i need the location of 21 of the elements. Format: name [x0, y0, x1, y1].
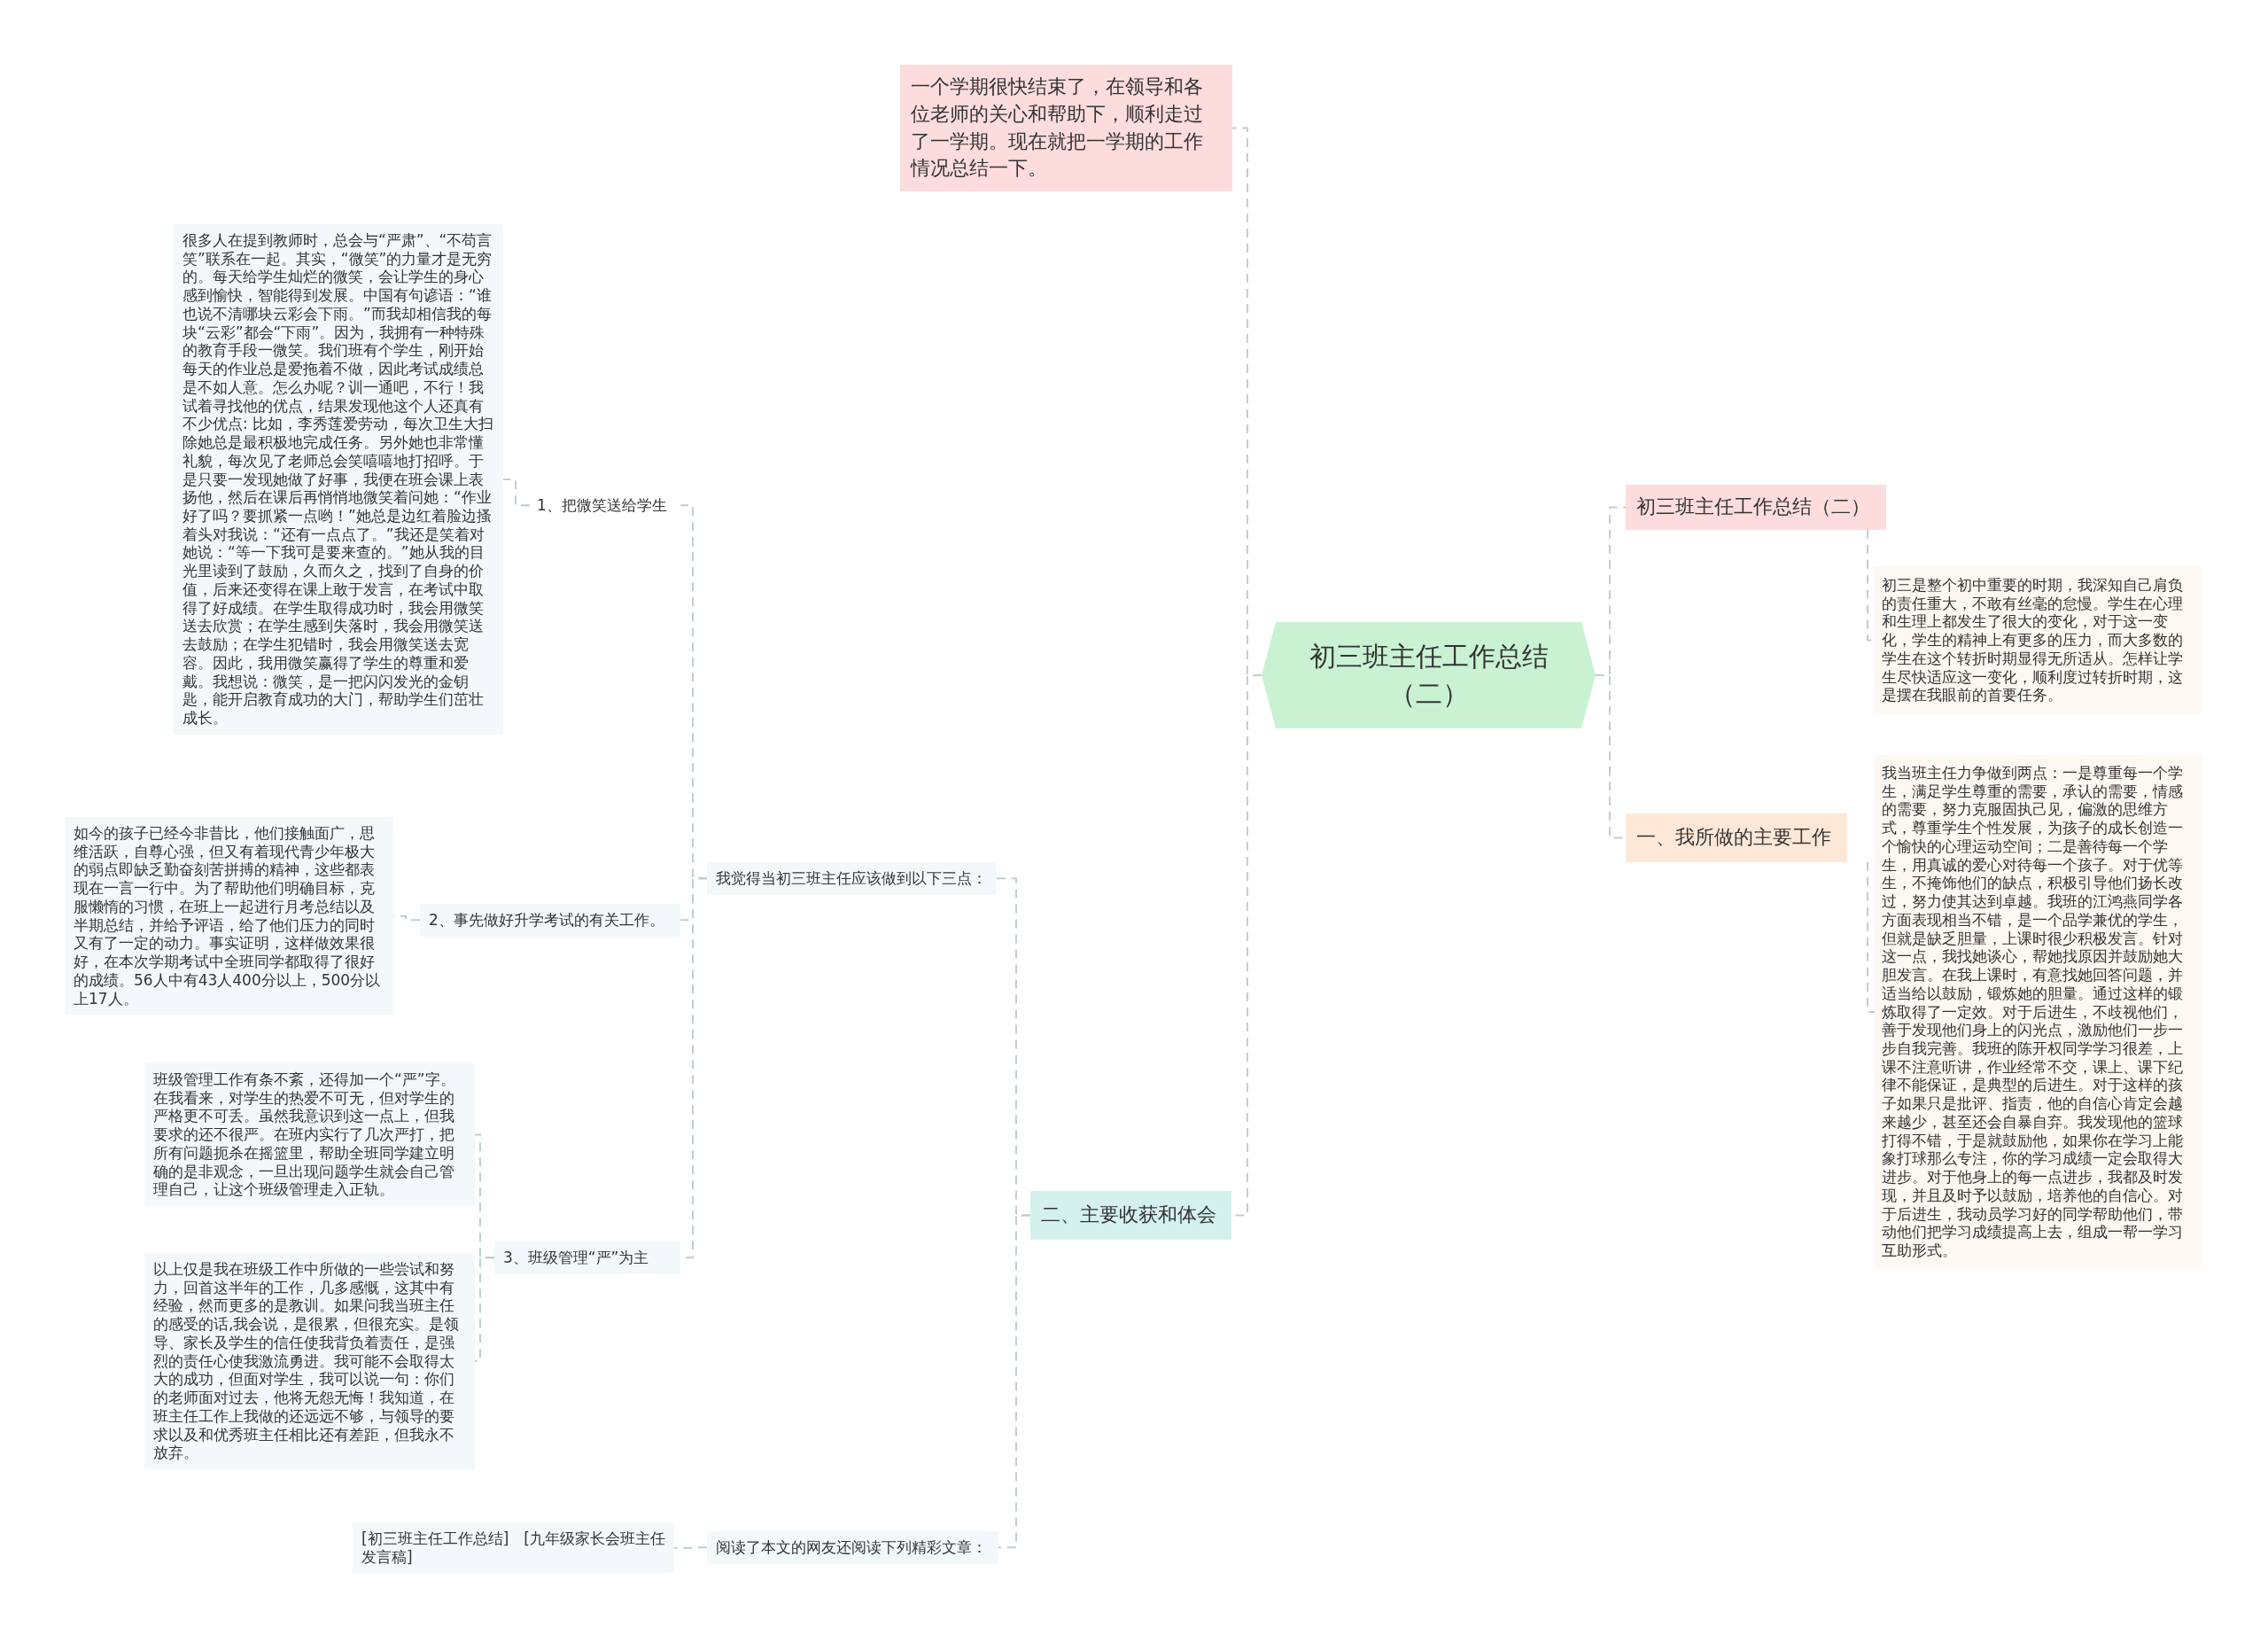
- text-card: 我当班主任力争做到两点：一是尊重每一个学生，满足学生尊重的需要，承认的需要，情感的需要，努力克服固执己见，偏激的思维方式，尊重学生个性发展，为孩子的成长创造一个愉快的心理运动空间；二是善待每一个学生，用真诚的爱心对待每一个孩子。对于优等生，不掩饰他们的缺点，积极引导他们扬长改过，努力使其达到卓越。我班的江鸿燕同学各方面表现相当不错，是一个品学兼优的学生，但就是缺乏胆量，上课时很少积极发言。针对这一点，我找她谈心，帮她找原因并鼓励她大胆发言。在我上课时，有意找她回答问题，并适当给以鼓励，锻炼她的胆量。通过这样的锻炼取得了一定效。对于后进生，不歧视他们，善于发现他们身上的闪光点，激励他们一步一步自我完善。我班的陈开权同学学习很差，上课不注意听讲，作业经常不交，课上、课下纪律不能保证，是典型的后进生。对于这样的孩子如果只是批评、指责，他的自信心肯定会越来越少，甚至还会自暴自弃。我发现他的篮球打得不错，于是就鼓励他，如果你在学习上能象打球那么专注，你的学习成绩一定会取得大进步。对于他身上的每一点进步，我都及时发现，并且及时予以鼓励，培养他的自信心。对于后进生，我动员学习好的同学帮助他们，带动他们把学习成绩提高上去，组成一帮一学习互助形式。: [1875, 755, 2202, 1269]
- text-card: 以上仅是我在班级工作中所做的一些尝试和努力，回首这半年的工作，几多感慨，这其中有经验，然而更多的是教训。如果问我当班主任的感受的话,我会说，是很累，但很充实。是领导、家长及学生的信任使我背负着责任，是强烈的责任心使我激流勇进。我可能不会取得太大的成功，但面对学生，我可以说一句：你们的老师面对过去，他将无怨无悔！我知道，在班主任工作上我做的还远远不够，与领导的要求以及和优秀班主任相比还有差距，但我永不放弃。: [144, 1253, 475, 1470]
- text-card: 很多人在提到教师时，总会与“严肃”、“不苟言笑”联系在一起。其实，“微笑”的力量才是无穷的。每天给学生灿烂的微笑，会让学生的身心感到愉快，智能得到发展。中国有句谚语：“谁也说不清哪块云彩会下雨。”而我却相信我的每块“云彩”都会“下雨”。因为，我拥有一种特殊的教育手段一微笑。我们班有个学生，刚开始每天的作业总是爱拖着不做，因此考试成绩总是不如人意。怎么办呢？训一通吧，不行！我试着寻找他的优点，结果发现他这个人还真有不少优点: 比如，李秀莲爱劳动，每次卫生大扫除她总是最积极地完成任务。另外她也非常懂礼貌，每次见了老师总会笑嘻嘻地打招呼。于是只要一发现她做了好事，我便在班会课上表扬他，然后在课后再悄悄地微笑着问她：“作业好了吗？要抓紧一点哟！”她总是边红着脸边搔着头对我说：“还有一点点了。”我还是笑着对她说：“等一下我可是要来查的。”她从我的目光里读到了鼓励，久而久之，找到了自身的价值，后来还变得在课上敢于发言，在考试中取得了好成绩。在学生取得成功时，我会用微笑送去欣赏；在学生感到失落时，我会用微笑送去鼓励；在学生犯错时，我会用微笑送去宽容。因此，我用微笑赢得了学生的尊重和爱戴。我想说：微笑，是一把闪闪发光的金钥匙，能开启教育成功的大门，帮助学生们茁壮成长。: [174, 224, 503, 735]
- text-card: 3、班级管理“严”为主: [494, 1241, 680, 1274]
- text-card: 班级管理工作有条不紊，还得加一个“严”字。在我看来，对学生的热爱不可无，但对学生的严格更不可丢。虽然我意识到这一点上，但我要求的还不很严。在班内实行了几次严打，把所有问题扼杀在摇篮里，帮助全班同学建立明确的是非观念，一旦出现问题学生就会自己管理自己，让这个班级管理走入正轨。: [144, 1063, 475, 1207]
- connector-line: [474, 1257, 495, 1363]
- connector-line: [502, 478, 531, 507]
- connector-line: [998, 1214, 1031, 1549]
- topic-box: 二、主要收获和体会: [1030, 1191, 1231, 1240]
- topic-box: 一、我所做的主要工作: [1626, 813, 1847, 862]
- text-card: 我觉得当初三班主任应该做到以下三点：: [707, 862, 997, 895]
- topic-box: 初三班主任工作总结（二）: [1626, 485, 1886, 530]
- connector-line: [673, 1546, 708, 1549]
- connector-line: [1867, 860, 1876, 1013]
- text-card: [初三班主任工作总结] [九年级家长会班主任发言稿]: [353, 1522, 674, 1574]
- topic-hexagon: 初三班主任工作总结（二）: [1262, 622, 1596, 728]
- topic-box: 一个学期很快结束了，在领导和各位老师的关心和帮助下，顺利走过了一学期。现在就把一学期的工作情况总结一下。: [900, 65, 1232, 192]
- text-card: 如今的孩子已经今非昔比，他们接触面广，思维活跃，自尊心强，但又有着现代青少年极大的弱点即缺乏勤奋刻苦拼搏的精神，这些都表现在一言一行中。为了帮助他们明确目标，克服懒惰的习惯，在班上一起进行月考总结以及半期总结，并给予评语，给了他们压力的同时又有了一定的动力。事实证明，这样做效果很好，在本次学期考试中全班同学都取得了很好的成绩。56人中有43人400分以上，500分以上17人。: [65, 817, 393, 1016]
- text-card: 阅读了本文的网友还阅读下列精彩文章：: [707, 1531, 998, 1564]
- text-card: 初三是整个初中重要的时期，我深知自己肩负的责任重大，不敢有丝毫的怠慢。学生在心理和生理上都发生了很大的变化，对于这一变化，学生的精神上有更多的压力，而大多数的学生在这个转折时期显得无所适从。怎样让学生尽快适应这一变化，顺利度过转折时期，这是摆在我眼前的首要任务。: [1875, 567, 2202, 714]
- text-card: 2、事先做好升学考试的有关工作。: [420, 904, 680, 937]
